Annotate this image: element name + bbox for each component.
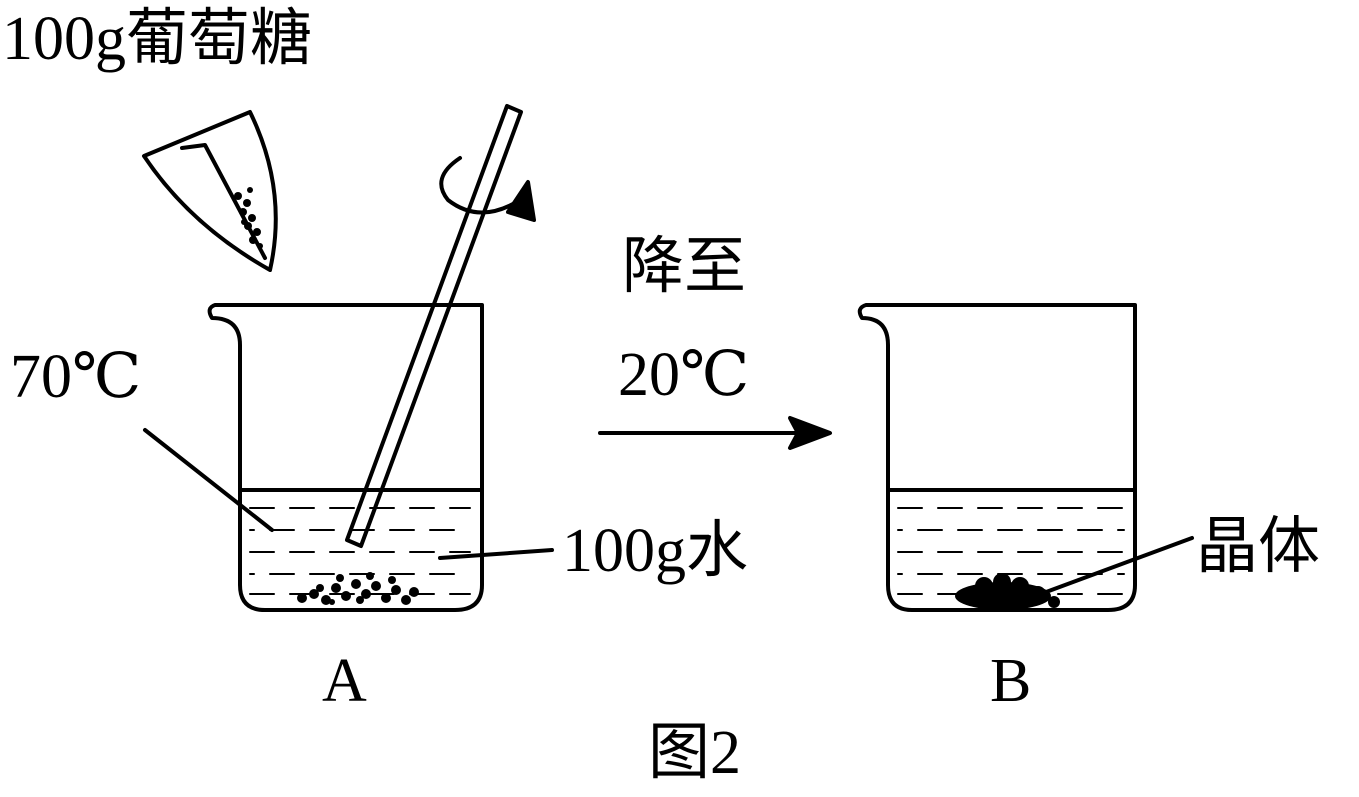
figure-caption: 图2	[648, 719, 742, 787]
crystal-label: 晶体	[1196, 513, 1321, 581]
beaker-a-outline	[207, 303, 484, 612]
beaker-b-water-dashes	[897, 507, 1125, 595]
temp-a-leader	[143, 428, 274, 532]
cooling-label-line1: 降至	[622, 233, 747, 301]
rotation-arrow	[439, 156, 522, 215]
crystal-leader	[1036, 536, 1194, 597]
beaker-b-crystals	[955, 573, 1060, 610]
beaker-b-outline	[857, 303, 1137, 612]
stirring-rod	[345, 104, 523, 548]
beaker-a-undissolved-solid	[297, 572, 419, 605]
packet-label: 100g葡萄糖	[2, 5, 313, 73]
packet-granules	[234, 187, 263, 249]
water-leader	[438, 548, 554, 560]
beaker-b-label: B	[990, 647, 1032, 715]
beaker-a-label: A	[322, 647, 367, 715]
temp-a-label: 70℃	[10, 343, 142, 411]
beaker-a-water-dashes	[249, 507, 471, 595]
process-arrowhead	[788, 416, 832, 450]
water-label: 100g水	[562, 517, 749, 585]
glucose-packet	[142, 110, 278, 272]
cooling-label-line2: 20℃	[618, 341, 750, 409]
rotation-arrowhead	[506, 180, 536, 222]
